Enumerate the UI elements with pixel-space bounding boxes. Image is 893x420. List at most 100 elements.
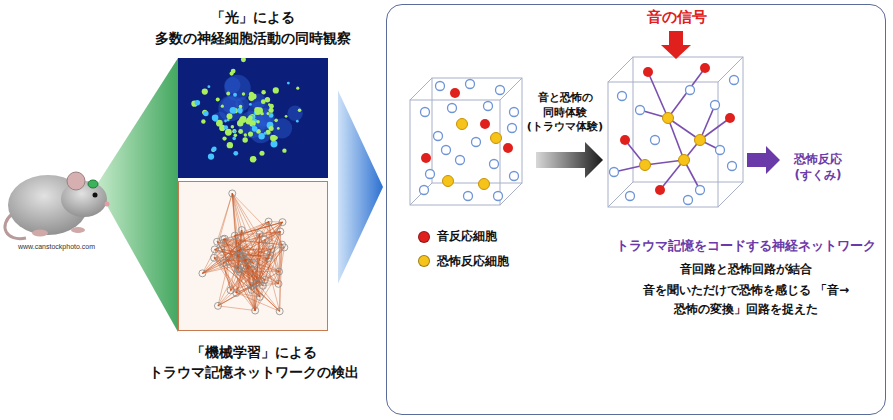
neuron-dots: [448, 104, 457, 113]
network-image: [235, 266, 242, 273]
fluorescence-image: [237, 108, 242, 113]
fluorescence-image: [221, 105, 224, 108]
fluorescence-image: [285, 115, 288, 118]
fluorescence-image: [298, 108, 302, 112]
note-text: 音を聞いただけで恐怖を感じる 「音→恐怖の変換」回路を捉えた: [611, 281, 881, 319]
network-image: [217, 193, 232, 241]
network-image: [211, 246, 218, 253]
network-image: [232, 193, 239, 269]
neuron-dots: [620, 63, 735, 195]
legend-text: 恐怖反応細胞: [437, 254, 509, 270]
network-image: [268, 246, 275, 253]
fluorescence-image: [212, 114, 219, 121]
neuron-dots: [442, 146, 451, 155]
fluorescence-image: [227, 113, 233, 119]
fluorescence-image: [244, 133, 247, 136]
fluorescence-image: [222, 136, 226, 140]
fluorescence-image: [274, 118, 278, 122]
network-image: [256, 293, 263, 300]
network-image: [265, 218, 272, 225]
right-cube: [633, 57, 743, 182]
network-image: [259, 282, 266, 289]
black-arrow: [536, 142, 603, 178]
left-cube: [500, 183, 522, 205]
network-image: [255, 222, 268, 311]
imaging-panel: 「光」による 多数の神経細胞活動の同時観察: [178, 58, 328, 178]
fluorescence-image: [178, 58, 328, 178]
fluorescence-image: [248, 95, 254, 101]
neuron-dots: [730, 76, 739, 85]
legend-swatch: [418, 255, 430, 267]
network-image: [275, 280, 282, 287]
neuron-dots: [695, 135, 706, 146]
mouse-illustration: [32, 230, 48, 237]
fluorescence-image: [202, 88, 208, 94]
fluorescence-image: [231, 125, 234, 128]
fluorescence-image: [207, 85, 210, 88]
network-links: [614, 68, 730, 190]
network-image: [218, 246, 225, 253]
fluorescence-image: [261, 90, 265, 94]
note-text: 音回路と恐怖回路が結合: [611, 261, 881, 278]
network-image: [277, 228, 284, 235]
fluorescence-image: [191, 58, 303, 163]
neuron-dots: [696, 186, 705, 195]
neuron-dots: [684, 196, 693, 205]
fluorescence-image: [246, 118, 252, 124]
fluorescence-image: [241, 58, 246, 62]
network-image: [211, 254, 218, 261]
fluorescence-image: [264, 132, 267, 135]
network-image: [231, 290, 280, 311]
left-cube: [410, 78, 432, 100]
black-arrow: [536, 142, 603, 178]
neuron-dots: [490, 160, 499, 169]
neuron-dots: [491, 133, 502, 144]
network-image: [250, 260, 257, 267]
neuron-dots: [443, 176, 454, 187]
fluorescence-image: [242, 137, 247, 142]
network-image: [279, 232, 281, 312]
fluorescence-image: [230, 72, 234, 76]
fluorescence-image: [232, 129, 236, 133]
fluorescence-image: [287, 106, 302, 121]
fluorescence-image: [274, 136, 278, 140]
network-image: [178, 181, 328, 331]
mouse-illustration: [105, 202, 110, 207]
network-links: [648, 72, 668, 118]
network-image: [223, 263, 231, 290]
fluorescence-image: [248, 132, 253, 137]
fluorescence-image: [249, 103, 252, 106]
right-cube: [608, 57, 633, 82]
neuron-dots: [503, 143, 513, 153]
network-image: [202, 261, 228, 273]
fluorescence-image: [224, 120, 227, 123]
fluorescence-image: [201, 119, 205, 123]
fluorescence-image: [234, 130, 237, 133]
network-image: [199, 190, 288, 315]
network-image: [249, 267, 256, 274]
network-image: [236, 246, 243, 253]
network-links: [668, 68, 705, 118]
network-image: [221, 235, 228, 242]
fluorescence-image: [282, 148, 286, 152]
neuron-dots: [640, 160, 651, 171]
neuron-dots: [484, 102, 493, 111]
neuron-dots: [651, 136, 660, 145]
neuron-dots: [466, 80, 475, 89]
mouse-illustration: [88, 180, 98, 188]
legend-item: 恐怖反応細胞: [418, 254, 509, 270]
fluorescence-image: [239, 118, 244, 123]
mouse-illustration: [93, 193, 98, 198]
neuron-dots: [610, 63, 739, 205]
right-cube: [718, 182, 743, 207]
fluorescence-image: [224, 125, 228, 129]
network-image: [178, 181, 328, 331]
network-image: [232, 193, 282, 244]
fluorescence-image: [226, 91, 230, 95]
fluorescence-image: [203, 111, 208, 116]
fluorescence-image: [233, 93, 237, 97]
network-image: [225, 239, 282, 245]
legend-swatch: [418, 231, 430, 243]
